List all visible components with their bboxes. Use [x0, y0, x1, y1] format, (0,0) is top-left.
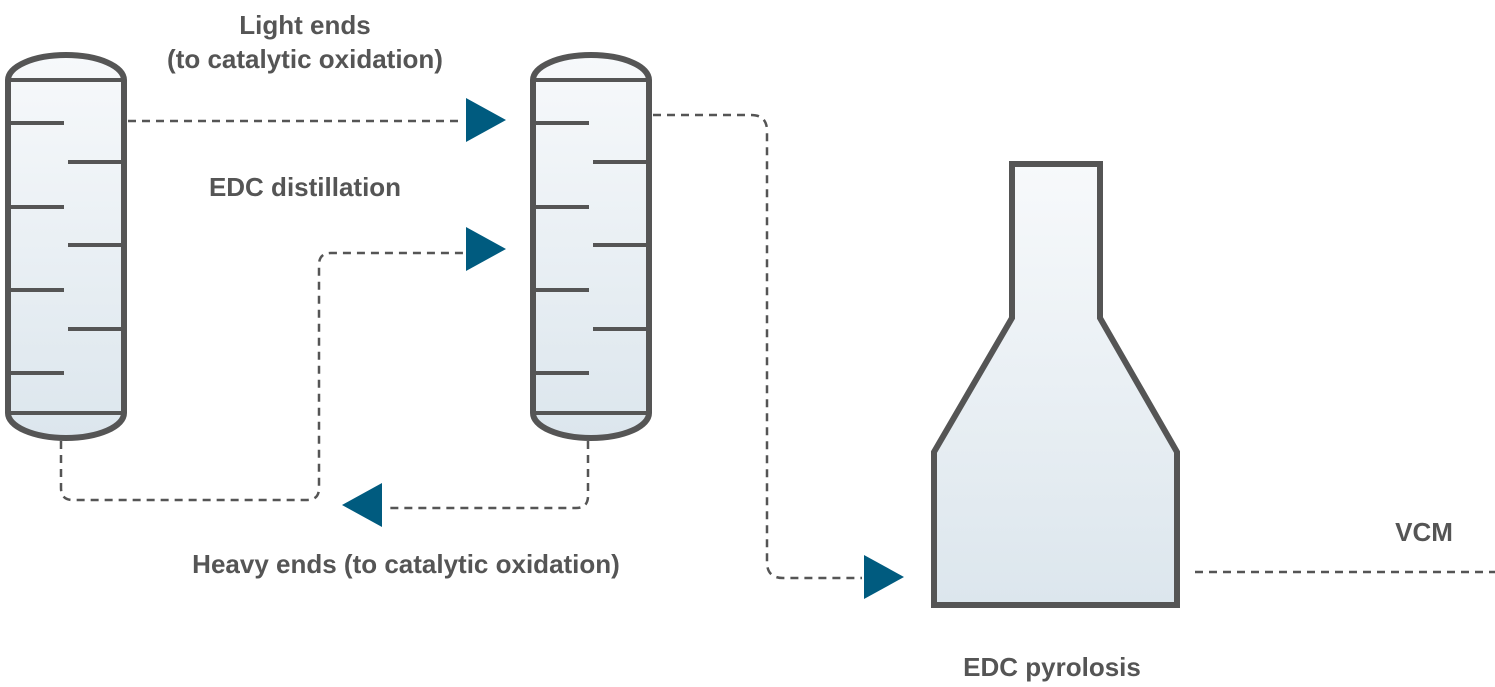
light-ends-label: Light ends	[239, 10, 371, 40]
light-ends-destination-label: (to catalytic oxidation)	[167, 44, 443, 74]
column-1-bottoms-line	[59, 251, 463, 502]
arrow-right-icon	[864, 555, 904, 599]
column-2-to-furnace-line	[653, 113, 862, 580]
flow-arrows	[342, 98, 904, 599]
heavy-ends-label: Heavy ends (to catalytic oxidation)	[192, 549, 620, 579]
arrow-left-icon	[342, 483, 382, 527]
flow-lines	[59, 113, 1495, 580]
edc-pyrolosis-label: EDC pyrolosis	[963, 652, 1141, 682]
column-2-trays	[533, 121, 649, 375]
pyrolysis-furnace	[931, 161, 1180, 608]
column-1-trays	[8, 121, 124, 375]
distillation-column-2	[530, 52, 652, 441]
arrow-right-icon	[466, 227, 506, 271]
edc-distillation-label: EDC distillation	[208, 172, 402, 202]
vcm-label: VCM	[1395, 517, 1453, 547]
distillation-column-1	[5, 52, 127, 441]
heavy-ends-line	[385, 441, 590, 510]
arrow-right-icon	[466, 98, 506, 142]
